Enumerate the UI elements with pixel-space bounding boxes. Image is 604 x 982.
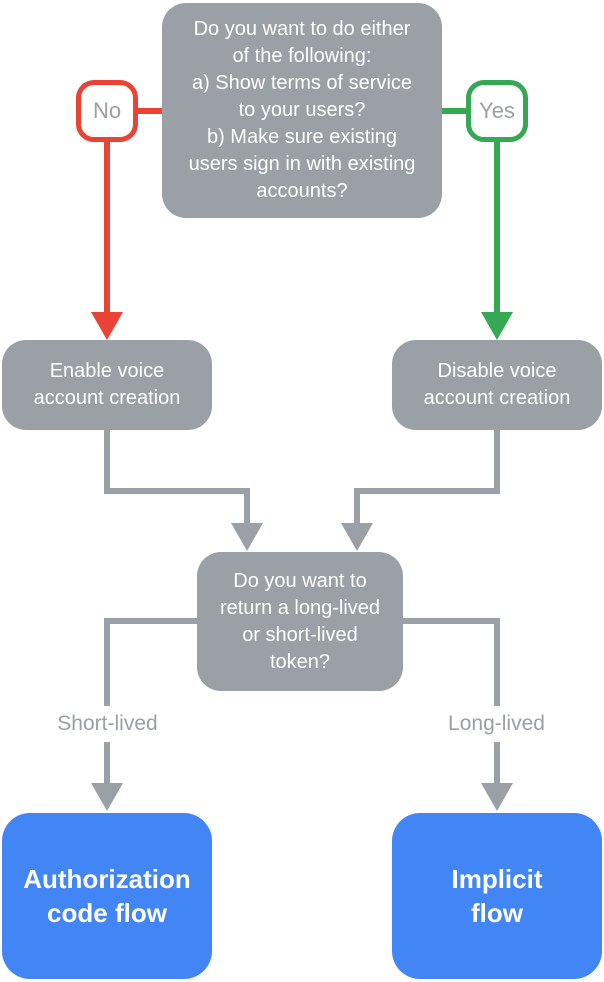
long-lived-branch-horizontal-line — [403, 618, 500, 624]
short-lived-arrowhead-icon — [91, 783, 123, 811]
terminal-node-authorization-code-flow: Authorization code flow — [2, 813, 212, 979]
disable-connector-arrowhead-icon — [341, 523, 373, 551]
terminal-node-implicit-flow: Implicit flow — [392, 813, 602, 979]
enable-connector-arrowhead-icon — [231, 523, 263, 551]
long-lived-branch-vertical-line — [494, 618, 500, 784]
no-branch-vertical-line — [104, 142, 110, 312]
enable-connector-down-line — [104, 430, 110, 494]
enable-connector-across-line — [104, 488, 250, 494]
disable-connector-across-line — [354, 488, 500, 494]
long-lived-arrowhead-icon — [481, 783, 513, 811]
yes-badge: Yes — [466, 80, 528, 142]
yes-branch-vertical-line — [494, 142, 500, 312]
enable-connector-drop-line — [244, 488, 250, 524]
yes-branch-horizontal-line — [442, 108, 466, 114]
no-branch-arrowhead-icon — [91, 312, 123, 340]
process-node-enable-voice-account-creation: Enable voice account creation — [2, 340, 212, 430]
no-badge: No — [76, 80, 138, 142]
no-branch-horizontal-line — [138, 108, 162, 114]
edge-label-short-lived: Short-lived — [23, 706, 192, 742]
yes-branch-arrowhead-icon — [481, 312, 513, 340]
decision-node-show-terms: Do you want to do either of the followin… — [162, 3, 442, 218]
decision-node-token-lifetime: Do you want to return a long-lived or sh… — [197, 552, 403, 691]
disable-connector-down-line — [494, 430, 500, 494]
disable-connector-drop-line — [354, 488, 360, 524]
process-node-disable-voice-account-creation: Disable voice account creation — [392, 340, 602, 430]
short-lived-branch-vertical-line — [104, 618, 110, 784]
edge-label-long-lived: Long-lived — [412, 706, 581, 742]
short-lived-branch-horizontal-line — [104, 618, 197, 624]
